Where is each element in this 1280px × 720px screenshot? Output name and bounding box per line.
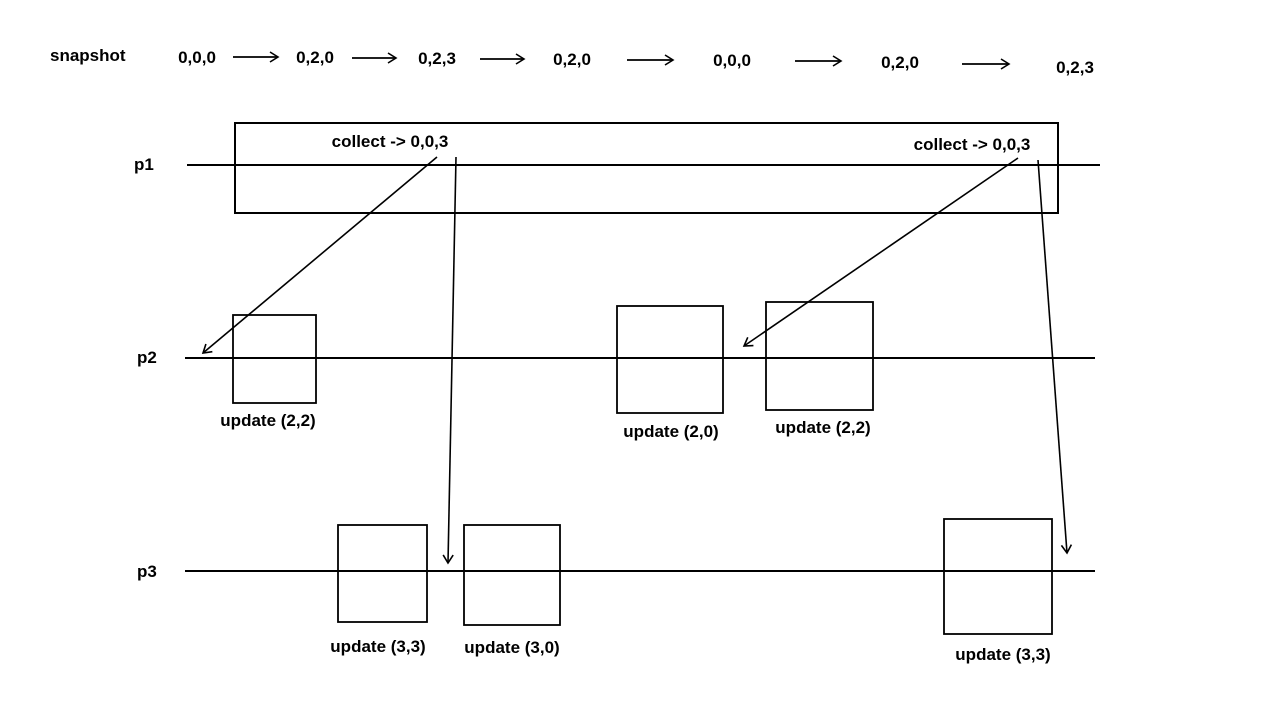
snapshot-value: 0,0,0 [178,48,216,67]
p2-update-box [765,301,874,411]
update-label: update (3,3) [955,645,1051,664]
collect2-to-p3-arrow [1037,159,1073,555]
update-label: update (2,2) [775,418,871,437]
collect-label: collect -> 0,0,3 [331,132,449,151]
snapshot-value: 0,2,0 [881,53,919,72]
update-label: update (3,3) [330,637,426,656]
collect1-to-p2-arrow [201,156,438,354]
p1-collect-interval-box [234,122,1059,214]
p2-update-box [616,305,724,414]
snapshot-value: 0,2,0 [553,50,591,69]
process-label-p3: p3 [137,562,157,581]
snapshot-value: 0,2,3 [418,49,456,68]
collect2-to-p2-arrow [742,157,1019,347]
snapshot-value: 0,0,0 [713,51,751,70]
p3-update-box [463,524,561,626]
snapshot-value: 0,2,3 [1056,58,1094,77]
p2-update-box [232,314,317,404]
process-label-p2: p2 [137,348,157,367]
update-label: update (3,0) [464,638,560,657]
p3-update-box [337,524,428,623]
snapshot-value: 0,2,0 [296,48,334,67]
p3-update-box [943,518,1053,635]
collect1-to-p3-arrow [442,156,457,565]
update-label: update (2,2) [220,411,316,430]
collect-label: collect -> 0,0,3 [913,135,1031,154]
process-label-p1: p1 [134,155,154,174]
update-label: update (2,0) [623,422,719,441]
snapshot-label: snapshot [50,46,126,65]
